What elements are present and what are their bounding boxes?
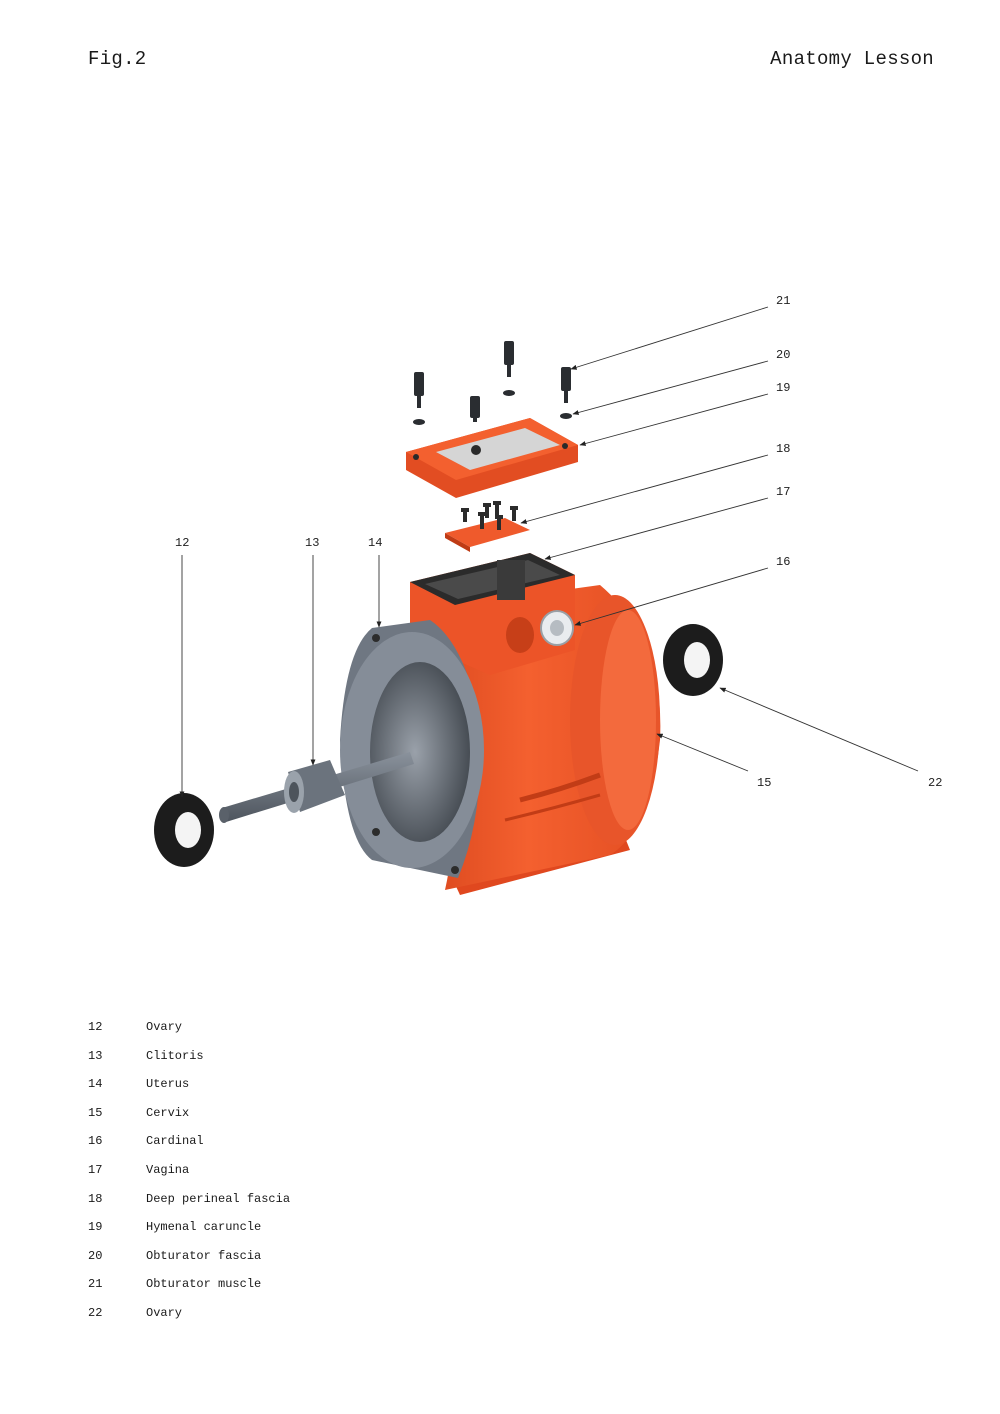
legend-number: 19 [88, 1220, 103, 1235]
legend-name: Obturator muscle [146, 1277, 262, 1292]
callout-22: 22 [928, 776, 942, 790]
callout-13: 13 [305, 536, 319, 550]
legend-number: 16 [88, 1134, 103, 1149]
legend-number: 15 [88, 1105, 103, 1120]
callout-15: 15 [757, 776, 771, 790]
legend-name: Deep perineal fascia [146, 1191, 291, 1206]
legend-number: 14 [88, 1077, 103, 1092]
legend-row: 15 Cervix [88, 1106, 290, 1135]
callout-20: 20 [776, 348, 790, 362]
callout-19: 19 [776, 381, 790, 395]
legend-row: 13 Clitoris [88, 1049, 290, 1078]
legend-name: Cervix [146, 1105, 190, 1120]
legend-number: 13 [88, 1048, 103, 1063]
legend-row: 21 Obturator muscle [88, 1277, 290, 1306]
page-title: Anatomy Lesson [770, 48, 934, 70]
legend-name: Clitoris [146, 1048, 204, 1063]
callout-labels: 21 20 19 18 17 16 12 13 14 15 22 [175, 294, 942, 790]
callout-17: 17 [776, 485, 790, 499]
legend-row: 17 Vagina [88, 1163, 290, 1192]
bolts [414, 341, 571, 422]
legend-row: 19 Hymenal caruncle [88, 1220, 290, 1249]
legend-number: 20 [88, 1248, 103, 1263]
legend-name: Ovary [146, 1305, 183, 1320]
legend-name: Cardinal [146, 1134, 204, 1149]
legend-name: Vagina [146, 1162, 190, 1177]
legend-row: 20 Obturator fascia [88, 1249, 290, 1278]
legend-number: 17 [88, 1162, 103, 1177]
figure-label: Fig.2 [88, 48, 147, 70]
callout-14: 14 [368, 536, 382, 550]
callout-18: 18 [776, 442, 790, 456]
legend-row: 12 Ovary [88, 1020, 290, 1049]
leader-lines [179, 306, 919, 798]
exploded-view-diagram: 21 20 19 18 17 16 12 13 14 15 22 [154, 294, 942, 895]
callout-21: 21 [776, 294, 790, 308]
legend-name: Ovary [146, 1020, 183, 1034]
legend-row: 22 Ovary [88, 1306, 290, 1335]
legend-row: 18 Deep perineal fascia [88, 1192, 290, 1221]
right-seal-ring [663, 624, 723, 696]
small-plate-assembly [445, 501, 530, 552]
legend-number: 22 [88, 1305, 103, 1320]
shaft-assembly [219, 752, 414, 823]
callout-12: 12 [175, 536, 189, 550]
washers [413, 390, 572, 425]
callout-16: 16 [776, 555, 790, 569]
front-flange [340, 620, 484, 878]
legend-name: Hymenal caruncle [146, 1220, 262, 1235]
legend-number: 18 [88, 1191, 103, 1206]
legend-name: Obturator fascia [146, 1248, 262, 1263]
legend-number: 21 [88, 1277, 103, 1292]
legend-name: Uterus [146, 1077, 190, 1092]
legend-row: 14 Uterus [88, 1077, 290, 1106]
left-seal-ring [154, 793, 214, 867]
legend-number: 12 [88, 1020, 103, 1034]
legend-row: 16 Cardinal [88, 1134, 290, 1163]
cover-plate [406, 418, 578, 498]
